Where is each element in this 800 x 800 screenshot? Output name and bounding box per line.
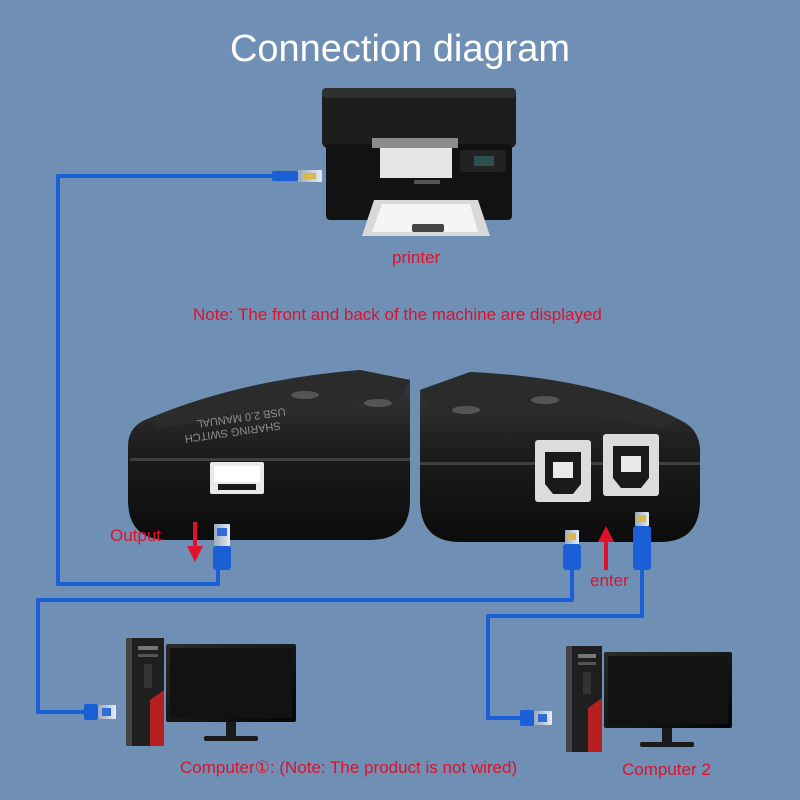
usb-b-plug-input-1 (563, 530, 581, 570)
usb-b-port-1 (535, 440, 591, 502)
cable-computer2-input (486, 568, 644, 720)
note-label: Note: The front and back of the machine … (193, 305, 602, 324)
usb-a-plug-output (213, 524, 231, 570)
computer-2-image (566, 646, 732, 752)
computer-1-label: Computer①: (Note: The product is not wir… (180, 758, 518, 777)
diagram-title: Connection diagram (229, 28, 571, 70)
usb-a-port-output (210, 462, 264, 494)
cable-printer-output (56, 174, 272, 586)
usb-a-plug-computer1 (84, 704, 116, 720)
usb-b-plug-printer (272, 170, 322, 182)
switch-back-image (420, 372, 701, 542)
printer-image (322, 88, 516, 236)
output-arrow (187, 522, 203, 562)
cables (36, 174, 644, 720)
enter-arrow (598, 526, 614, 570)
switch-front-image (128, 370, 410, 540)
enter-label: enter (590, 571, 629, 590)
computer-2-label: Computer 2 (622, 760, 711, 779)
usb-a-plug-computer2 (520, 710, 552, 726)
computer-1-image (126, 638, 296, 746)
usb-b-plug-input-2 (633, 512, 651, 570)
cable-computer1-input (36, 568, 574, 714)
printer-label: printer (392, 248, 441, 267)
usb-b-port-2 (603, 434, 659, 496)
output-label: Output (110, 526, 162, 545)
